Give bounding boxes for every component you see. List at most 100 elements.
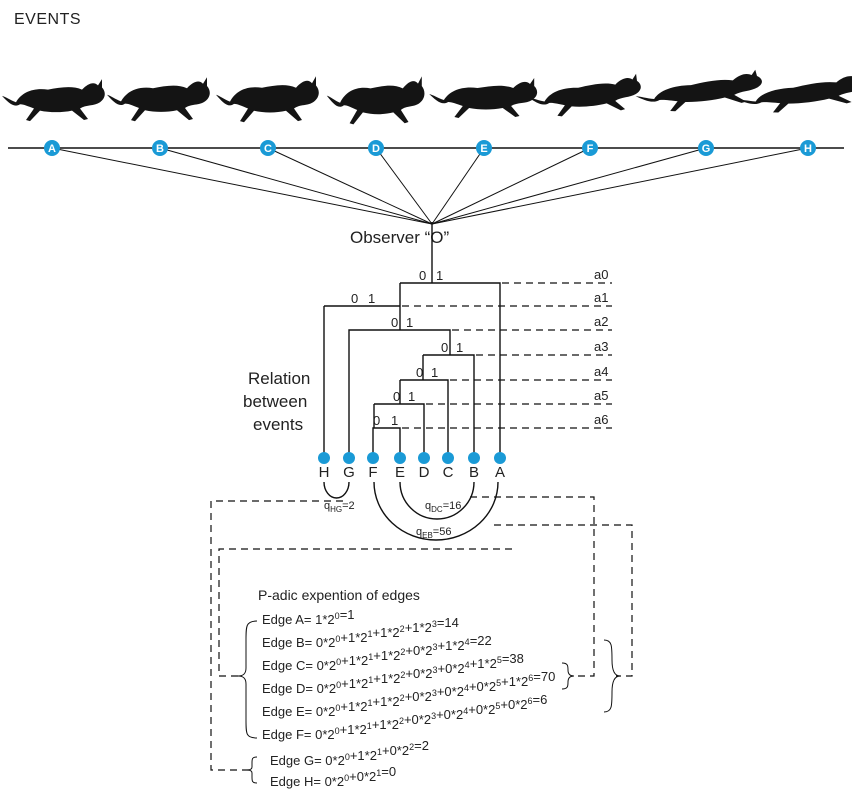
timeline-dot — [582, 140, 598, 156]
level-label-a2: a2 — [594, 314, 608, 329]
cat-frame-g — [632, 69, 768, 116]
equation-edge-g: Edge G= 0*20+1*21+0*22=2 — [270, 738, 429, 768]
tree-branch-a2 — [348, 329, 451, 458]
timeline-node-f: F — [582, 140, 598, 156]
level-label-a0: a0 — [594, 267, 608, 282]
timeline-dot — [44, 140, 60, 156]
expansion-heading: P-adic expention of edges — [258, 587, 420, 603]
observer-fan-lines — [51, 147, 809, 225]
tree-branch-a4 — [400, 379, 449, 458]
timeline-node-label: B — [156, 143, 164, 155]
level-label-a6: a6 — [594, 412, 608, 427]
tree-bit-labels: 0 1 0 1 0 1 0 1 0 1 0 1 0 1 — [351, 268, 463, 428]
fan-line-f — [431, 147, 591, 225]
relation-label-line-3: events — [253, 415, 303, 434]
relation-label-line-1: Relation — [248, 369, 310, 388]
leaf-dot — [394, 452, 406, 464]
timeline-node-label: H — [804, 143, 812, 155]
bit-a4-zero: 0 — [416, 365, 423, 380]
timeline-node-label: F — [587, 143, 594, 155]
equation-edge-d: Edge D= 0*20+1*21+1*22+0*23+0*24+1*25=38 — [262, 651, 524, 696]
leaf-label: H — [319, 464, 330, 481]
timeline-node-g: G — [698, 140, 714, 156]
timeline-node-c: C — [260, 140, 276, 156]
level-label-a1: a1 — [594, 290, 608, 305]
leaf-dot — [442, 452, 454, 464]
timeline-dot — [152, 140, 168, 156]
brace-edges-c-d — [561, 662, 575, 690]
bit-a6-zero: 0 — [373, 413, 380, 428]
fan-line-e — [431, 147, 485, 225]
leaf-label: B — [469, 464, 479, 481]
tree-branch-a6 — [372, 427, 401, 458]
leaf-g: G — [343, 452, 355, 481]
bit-a6-one: 1 — [391, 413, 398, 428]
timeline-dot — [368, 140, 384, 156]
leaf-e: E — [394, 452, 406, 481]
connector-dc — [470, 496, 595, 677]
timeline-node-label: C — [264, 143, 272, 155]
fan-line-b — [159, 147, 433, 225]
leaf-dot — [367, 452, 379, 464]
leaf-label: A — [495, 464, 505, 481]
cat-sequence — [2, 69, 852, 125]
events-title: EVENTS — [14, 11, 81, 28]
leaf-b: B — [468, 452, 480, 481]
leaf-label: D — [419, 464, 430, 481]
bit-a3-one: 1 — [456, 340, 463, 355]
timeline-node-label: A — [48, 143, 56, 155]
timeline-node-label: G — [702, 143, 711, 155]
distance-dc: qDC=16 — [425, 500, 461, 514]
timeline-node-b: B — [152, 140, 168, 156]
timeline-node-a: A — [44, 140, 60, 156]
connector-abcdef — [218, 548, 512, 677]
equation-edge-e: Edge E= 0*20+1*21+1*22+0*23+0*24+0*25+1*… — [262, 669, 555, 719]
leaf-dot — [468, 452, 480, 464]
cat-frame-b — [107, 77, 210, 122]
equation-edge-b: Edge B= 0*20+1*21+1*22+1*23=14 — [262, 615, 459, 650]
cat-frame-f — [526, 73, 644, 119]
level-guides: a0 a1 a2 a3 a4 a5 a6 — [402, 267, 612, 429]
relation-label: Relation between events — [243, 369, 310, 434]
leaf-f: F — [367, 452, 379, 481]
leaf-c: C — [442, 452, 454, 481]
timeline-node-h: H — [800, 140, 816, 156]
distance-arcs: qHG=2 qDC=16 qEB=56 — [323, 481, 499, 541]
timeline-node-d: D — [368, 140, 384, 156]
bit-a1-one: 1 — [368, 291, 375, 306]
leaf-d: D — [418, 452, 430, 481]
brace-edges-b-e — [603, 639, 621, 713]
arc-hg — [323, 481, 350, 499]
cat-frame-c — [216, 76, 319, 123]
cat-frame-e — [429, 78, 538, 118]
bit-a0-one: 1 — [436, 268, 443, 283]
bit-a0-zero: 0 — [419, 268, 426, 283]
cat-frame-d — [326, 76, 425, 125]
level-label-a4: a4 — [594, 364, 608, 379]
arc-eb — [373, 481, 499, 541]
leaf-dot — [343, 452, 355, 464]
bit-a5-one: 1 — [408, 389, 415, 404]
timeline-node-label: D — [372, 143, 380, 155]
tree-branch-a3 — [423, 354, 475, 458]
leaf-a: A — [494, 452, 506, 481]
observer-label: Observer “O” — [350, 228, 450, 247]
brace-edges-a-f — [237, 620, 258, 739]
leaf-dot — [318, 452, 330, 464]
cat-frame-a — [2, 79, 105, 122]
timeline-dot — [260, 140, 276, 156]
tree-branch-a5 — [374, 403, 425, 458]
bit-a1-zero: 0 — [351, 291, 358, 306]
fan-line-d — [375, 147, 433, 225]
bit-a2-one: 1 — [406, 315, 413, 330]
tree-branch-a0 — [400, 282, 501, 458]
leaf-label: F — [368, 464, 377, 481]
leaf-h: H — [318, 452, 330, 481]
fan-line-g — [431, 147, 707, 225]
leaf-label: C — [443, 464, 454, 481]
equation-edge-c: Edge C= 0*20+1*21+1*22+0*23+1*24=22 — [262, 633, 492, 673]
equation-edge-a: Edge A= 1*20=1 — [262, 607, 355, 627]
leaf-dot — [494, 452, 506, 464]
timeline-node-e: E — [476, 140, 492, 156]
